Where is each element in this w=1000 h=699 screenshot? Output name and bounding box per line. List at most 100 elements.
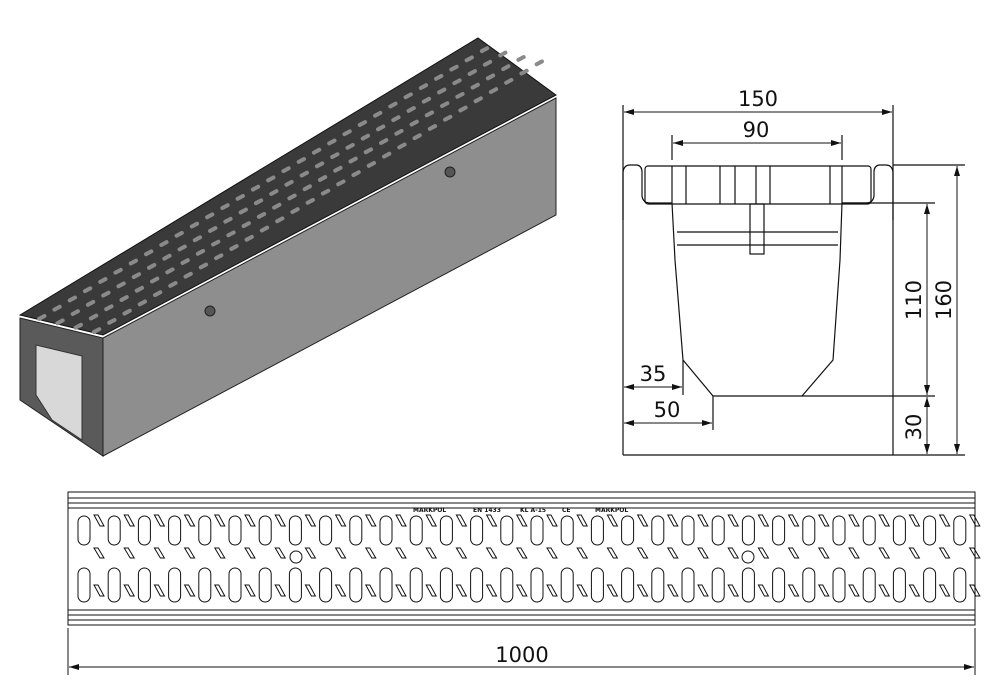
hatch-slot [848, 514, 860, 527]
slot [229, 244, 239, 251]
hatch-slot [666, 584, 679, 597]
slot [299, 170, 309, 178]
slot [409, 119, 419, 127]
hatch-slot [697, 547, 709, 559]
slot [406, 106, 416, 113]
slot [530, 567, 544, 603]
slot [91, 327, 102, 335]
slot [772, 567, 786, 603]
slot [349, 567, 363, 603]
hatch-slot [153, 584, 166, 597]
hatch-slot [636, 514, 649, 527]
slot [403, 92, 413, 100]
dim-50: 50 [654, 398, 681, 422]
hatch-slot [606, 514, 619, 527]
slot [409, 567, 423, 603]
slot [470, 82, 480, 90]
slot [119, 295, 129, 302]
slot [88, 313, 99, 321]
slot [288, 567, 302, 603]
hatch-slot [93, 514, 105, 527]
slot [296, 157, 306, 164]
hatch-slot [515, 547, 528, 559]
slot [351, 170, 361, 178]
hatch-slot [485, 547, 498, 559]
slot [832, 515, 846, 546]
slot [205, 212, 215, 220]
hatch-slot [485, 584, 498, 597]
slot [409, 515, 423, 546]
slot [412, 133, 422, 141]
slot [259, 225, 270, 233]
hatch-slot [576, 547, 589, 559]
slot [137, 515, 151, 546]
dim-160: 160 [932, 280, 956, 320]
slot [470, 515, 484, 546]
hatch-slot [425, 514, 438, 527]
slot [923, 567, 937, 603]
hatch-slot [304, 584, 317, 597]
slot [82, 286, 93, 294]
dim-150: 150 [738, 87, 778, 111]
slot [174, 230, 184, 238]
slot [832, 567, 846, 603]
slot [348, 156, 358, 164]
hatch-slot [334, 514, 347, 527]
slot [590, 567, 604, 603]
hatch-slot [244, 547, 256, 559]
hatch-slot [425, 547, 438, 559]
slot [534, 59, 544, 67]
slot [192, 235, 203, 243]
hatch-slot [274, 514, 287, 527]
slot [500, 567, 514, 603]
slot [244, 234, 254, 242]
slot [455, 91, 465, 99]
slot [504, 77, 514, 85]
slot [363, 147, 374, 155]
slot [437, 87, 447, 95]
isometric-view [18, 37, 557, 457]
hatch-slot [576, 584, 589, 597]
slot [319, 567, 333, 603]
slot [467, 69, 477, 76]
slot [104, 304, 114, 312]
slot [342, 129, 352, 137]
hatch-slot [93, 584, 105, 597]
slot [427, 124, 438, 131]
hatch-slot [455, 514, 468, 527]
channel-left-wall [622, 164, 672, 220]
slot [134, 285, 145, 293]
slot [479, 46, 490, 54]
slot [519, 68, 529, 76]
slot [128, 258, 139, 266]
slot [116, 281, 126, 289]
slot [189, 221, 200, 229]
hatch-slot [334, 547, 347, 559]
slot [85, 299, 96, 307]
slot [67, 295, 77, 303]
slot [168, 567, 182, 603]
hatch-slot [183, 584, 196, 597]
slot [802, 567, 816, 603]
slot [107, 515, 121, 546]
slot [501, 64, 511, 72]
slot [77, 567, 91, 603]
slot [449, 64, 459, 72]
hatch-slot [666, 514, 679, 527]
slot [211, 239, 221, 247]
slot [379, 567, 393, 603]
slot [394, 128, 404, 136]
hatch-slot [576, 514, 589, 527]
grate-slots [37, 46, 544, 335]
slot [256, 212, 267, 219]
hatch-slot [968, 514, 981, 527]
slot [287, 193, 297, 201]
slot [302, 184, 312, 192]
grate-markings: MARKPOL EN 1433 KL A-15 CE MARKPOL [413, 507, 628, 514]
dim-35: 35 [640, 362, 667, 386]
hatch-slot [455, 584, 468, 597]
slot [235, 193, 245, 201]
hatch-slot [244, 584, 256, 597]
marking-class: KL A-15 [520, 507, 546, 514]
slot [379, 138, 389, 145]
